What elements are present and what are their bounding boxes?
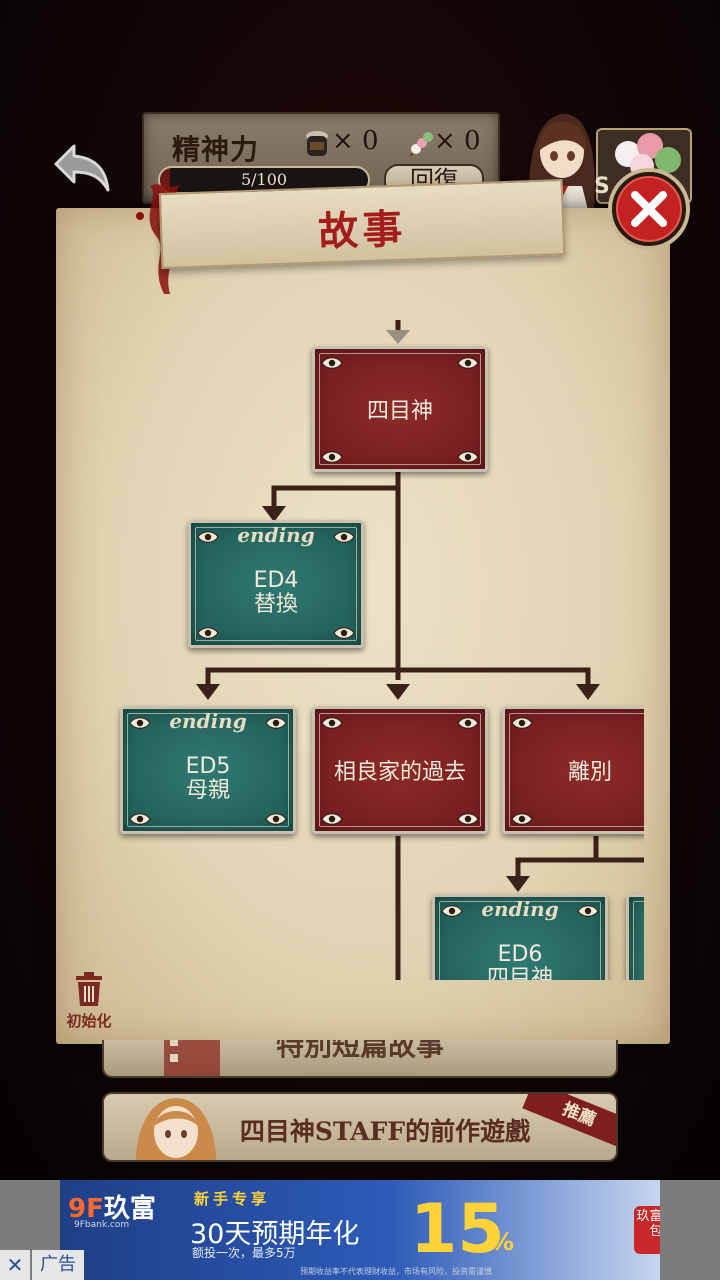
prequel-game-button[interactable]: 四目神STAFF的前作遊戲 推薦	[102, 1092, 618, 1162]
ending-node-partial[interactable]	[626, 894, 644, 980]
ending-code: ED6	[497, 942, 543, 967]
ending-name: 替換	[253, 592, 298, 617]
reset-button[interactable]: 初始化	[64, 972, 114, 1036]
eye-icon	[441, 903, 463, 917]
node-frame	[195, 527, 357, 641]
node-frame	[633, 901, 644, 980]
story-node-parting[interactable]: 離別	[502, 706, 644, 834]
close-button[interactable]	[606, 166, 692, 252]
eye-icon	[321, 715, 343, 729]
eye-icon	[457, 449, 479, 463]
ad-logo-prefix: 9F	[68, 1194, 104, 1224]
story-node-root[interactable]: 四目神	[312, 346, 488, 472]
eye-icon	[321, 449, 343, 463]
title-banner: 故事	[158, 178, 566, 270]
ad-content[interactable]: 9F玖富 9Fbank.com 新手专享 30天预期年化 额投一次，最多5万 1…	[60, 1180, 660, 1280]
node-frame	[509, 713, 644, 827]
eye-icon	[129, 715, 151, 729]
back-arrow-icon	[54, 144, 110, 192]
eye-icon	[265, 715, 287, 729]
special-story-label: 特別短篇故事	[275, 1040, 444, 1062]
film-icon	[164, 1040, 220, 1076]
eye-icon	[457, 811, 479, 825]
node-label: 四目神	[366, 399, 433, 424]
node-frame	[319, 713, 481, 827]
ending-name: 四目神	[486, 966, 553, 981]
eye-icon	[511, 715, 533, 729]
prequel-character	[136, 1098, 216, 1160]
prequel-label: 四目神STAFF的前作遊戲	[239, 1117, 531, 1146]
reset-label: 初始化	[66, 1012, 112, 1030]
eye-icon	[577, 903, 599, 917]
eye-icon	[333, 625, 355, 639]
eye-icon	[457, 715, 479, 729]
ad-headline: 30天预期年化	[190, 1219, 360, 1250]
node-frame	[319, 353, 481, 465]
dango-icon	[409, 132, 433, 157]
trash-icon	[76, 972, 102, 1006]
ending-node-ed5[interactable]: ending ED5 母親	[120, 706, 296, 834]
ad-disclaimer: 预期收益率不代表理财收益，市场有风险，投资需谨慎	[300, 1267, 492, 1276]
ad-banner[interactable]: 9F玖富 9Fbank.com 新手专享 30天预期年化 额投一次，最多5万 1…	[0, 1180, 720, 1280]
ending-name: 母親	[185, 778, 230, 803]
ad-logo-sub: 9Fbank.com	[74, 1220, 130, 1230]
special-story-button[interactable]: 特別短篇故事	[102, 1040, 618, 1078]
ending-node-ed4[interactable]: ending ED4 替換	[188, 520, 364, 648]
eye-icon	[511, 811, 533, 825]
ad-rate: 15	[410, 1190, 505, 1269]
dango-count: × 0	[434, 126, 481, 156]
eye-icon	[321, 811, 343, 825]
ad-logo: 9F玖富	[68, 1188, 156, 1225]
eye-icon	[457, 355, 479, 369]
ad-percent-sign: %	[490, 1228, 515, 1256]
back-button[interactable]	[52, 138, 116, 200]
eye-icon	[321, 355, 343, 369]
ending-tag: ending	[481, 897, 559, 921]
eye-icon	[265, 811, 287, 825]
ad-label: 广告	[32, 1250, 84, 1280]
ending-node-ed6[interactable]: ending ED6 四目神	[432, 894, 608, 980]
stamina-fill	[160, 168, 171, 192]
eye-icon	[197, 625, 219, 639]
ending-tag: ending	[237, 523, 315, 547]
node-label: 相良家的過去	[333, 760, 466, 785]
ad-logo-text: 玖富	[103, 1194, 156, 1224]
eye-icon	[333, 529, 355, 543]
stamina-label: 精神力	[172, 133, 260, 166]
node-frame	[439, 901, 601, 980]
stamina-value: 5/100	[240, 170, 288, 189]
node-label: 離別	[567, 760, 612, 785]
jar-icon	[306, 131, 328, 156]
story-node-past[interactable]: 相良家的過去	[312, 706, 488, 834]
ending-code: ED4	[253, 568, 299, 593]
ad-close-button[interactable]: ✕	[0, 1250, 30, 1280]
page-title: 故事	[317, 205, 408, 256]
story-tree[interactable]: 四目神 ending ED4 替換 ending ED5 母親 相良家的過去 離…	[100, 300, 644, 980]
ending-tag: ending	[169, 709, 247, 733]
close-x-icon	[608, 168, 690, 250]
jar-count: × 0	[332, 126, 379, 156]
branch-lines	[196, 320, 644, 980]
shop-label: S	[594, 174, 610, 199]
eye-icon	[197, 529, 219, 543]
ad-subtext: 额投一次，最多5万	[192, 1246, 296, 1260]
ending-code: ED5	[185, 754, 231, 779]
eye-icon	[129, 811, 151, 825]
ad-keyword: 新手专享	[194, 1190, 271, 1208]
node-frame	[127, 713, 289, 827]
ad-wallet-badge: 玖富钱包	[634, 1206, 660, 1254]
